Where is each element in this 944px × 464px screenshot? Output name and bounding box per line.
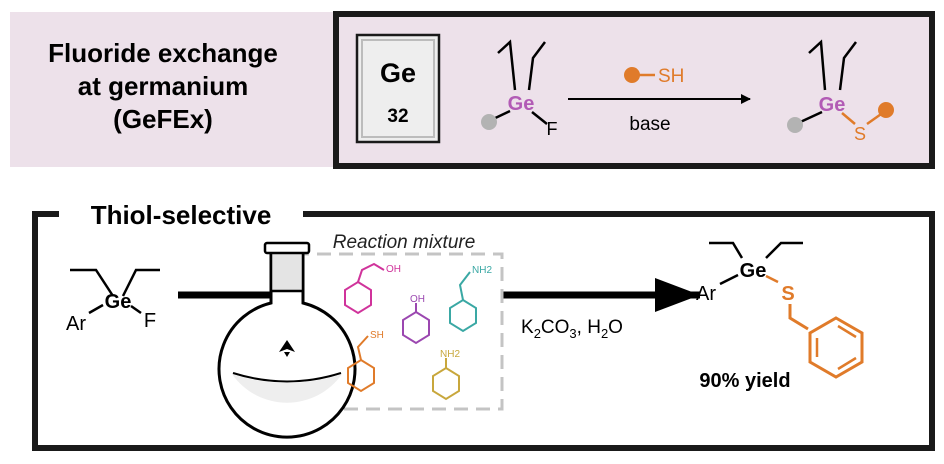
aryl-label: Ar: [696, 283, 716, 305]
germanium-label: Ge: [819, 94, 846, 116]
stir-bar-icon: [279, 340, 295, 357]
germanium-element-tile: Ge 32: [355, 33, 441, 144]
germanium-label: Ge: [105, 291, 132, 313]
reaction-mixture-label: Reaction mixture: [333, 232, 476, 253]
thioether-product: Ar Ge S: [696, 241, 864, 379]
yield-label: 90% yield: [699, 370, 790, 392]
top-panel-background: [10, 12, 934, 167]
amine-label: NH2: [472, 265, 492, 276]
thiol-selective-title: Thiol-selective: [91, 200, 272, 230]
element-symbol: Ge: [380, 58, 416, 88]
aniline-molecule-icon: NH2: [432, 349, 460, 401]
title-line-1: Fluoride exchange: [48, 38, 278, 68]
gray-ball-icon: [787, 117, 803, 133]
benzyl-thiol-molecule-icon: SH: [347, 330, 384, 393]
germanium-label: Ge: [508, 93, 535, 115]
substrate: Ar Ge F: [66, 268, 160, 335]
sulfur-label: S: [781, 283, 794, 305]
hydroxyl-label: OH: [386, 264, 401, 275]
fluoride-label: F: [547, 119, 558, 139]
main-arrow-head: [655, 278, 700, 312]
title-line-2: at germanium: [78, 71, 249, 101]
gray-ball-icon: [481, 114, 497, 130]
hydroxyl-label: OH: [410, 294, 425, 305]
amine-label: NH2: [440, 349, 460, 360]
phenol-molecule-icon: OH: [402, 294, 430, 345]
thiol-ball-icon: [878, 102, 894, 118]
k2co3-water-condition: K2CO3, H2O: [521, 317, 623, 341]
base-condition: base: [629, 114, 670, 135]
aryl-label: Ar: [66, 313, 86, 335]
gefex-title: Fluoride exchange at germanium (GeFEx): [48, 38, 278, 134]
thiol-ball-icon: [624, 67, 640, 83]
fluoride-label: F: [144, 310, 156, 332]
title-line-3: (GeFEx): [113, 104, 213, 134]
sulfur-label: S: [854, 124, 866, 144]
benzylamine-molecule-icon: NH2: [449, 265, 492, 333]
reaction-box: [333, 11, 935, 169]
bottom-panel-frame: [32, 211, 935, 451]
phenylethanol-molecule-icon: OH: [344, 262, 401, 315]
thiol-reagent-label: SH: [658, 66, 684, 87]
benzene-ring-icon: [808, 316, 864, 379]
round-bottom-flask-icon: [217, 241, 357, 439]
germanium-label: Ge: [740, 260, 767, 282]
thiol-label: SH: [370, 330, 384, 341]
top-reactant: Ge F: [481, 39, 558, 139]
atomic-number: 32: [387, 106, 408, 127]
top-product: Ge S: [787, 39, 894, 144]
top-reaction-arrow-group: SH base: [568, 66, 751, 135]
